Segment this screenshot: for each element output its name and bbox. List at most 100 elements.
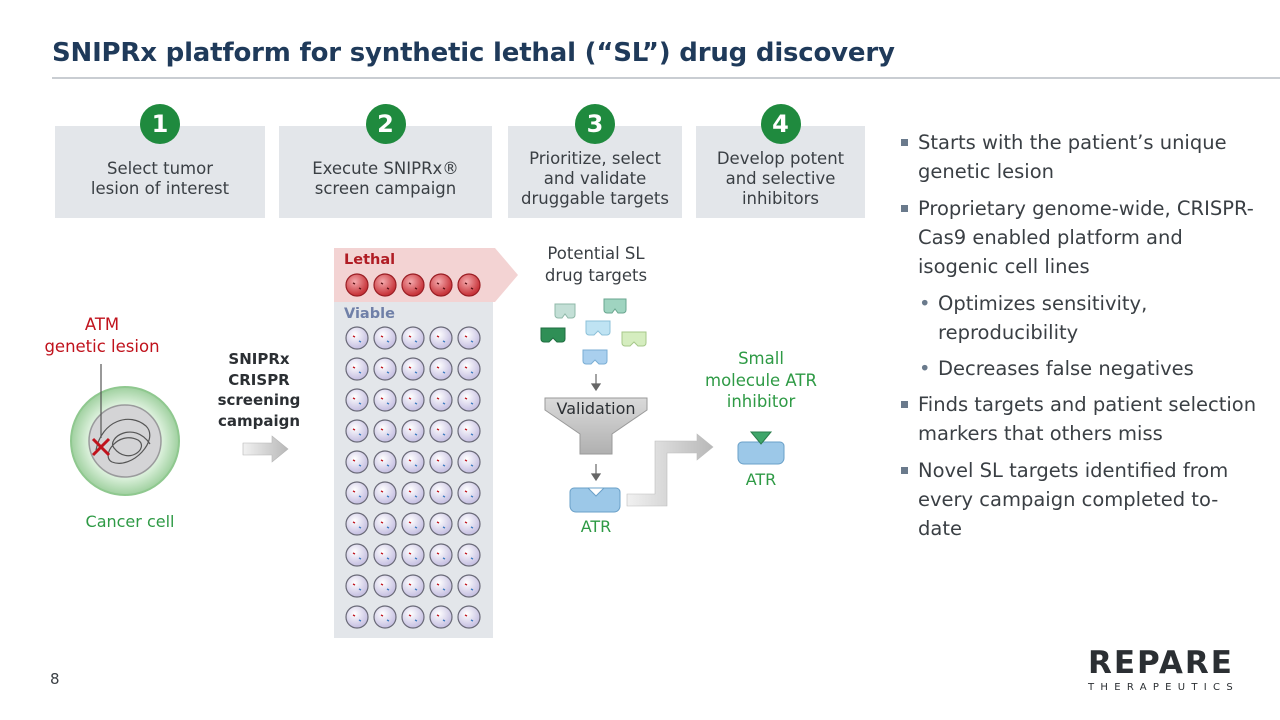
step-4-box: 4 Develop potent and selective inhibitor… — [696, 104, 865, 218]
viable-well — [429, 605, 453, 629]
logo-wordmark: REPARE — [1088, 645, 1234, 681]
logo-tagline: THERAPEUTICS — [1088, 682, 1239, 693]
lethal-well — [401, 273, 425, 297]
title-divider — [52, 77, 1280, 79]
down-arrow-icon — [590, 374, 602, 392]
step-3-number: 3 — [575, 104, 615, 144]
viable-well — [401, 512, 425, 536]
viable-well — [429, 481, 453, 505]
step-4-text: Develop potent and selective inhibitors — [716, 149, 845, 208]
viable-well — [457, 543, 481, 567]
sub-bullet-item: Decreases false negatives — [900, 354, 1260, 383]
viable-well — [345, 450, 369, 474]
bullet-list: Starts with the patient’s unique genetic… — [900, 128, 1260, 551]
step-2-number: 2 — [365, 104, 406, 144]
viable-well — [373, 512, 397, 536]
bullet-item: Starts with the patient’s unique genetic… — [900, 128, 1260, 186]
step-1-number: 1 — [140, 104, 180, 144]
step-4-number: 4 — [760, 104, 801, 144]
viable-well — [345, 605, 369, 629]
step-3-box: 3 Prioritize, select and validate drugga… — [508, 104, 682, 218]
validation-funnel-icon — [544, 397, 648, 455]
viable-well — [429, 543, 453, 567]
viable-well — [373, 326, 397, 350]
slide-title: SNIPRx platform for synthetic lethal (“S… — [52, 38, 895, 68]
step-2-text: Execute SNIPRx® screen campaign — [312, 159, 459, 198]
viable-well — [401, 543, 425, 567]
atr-target-icon — [569, 487, 621, 513]
screen-label: SNIPRx CRISPR screening campaign — [217, 350, 301, 430]
viable-well — [373, 388, 397, 412]
viable-label: Viable — [344, 306, 395, 322]
atr-inhibitor-icon — [737, 431, 785, 465]
viable-well — [429, 357, 453, 381]
viable-well — [429, 388, 453, 412]
viable-well — [457, 512, 481, 536]
viable-well — [401, 605, 425, 629]
viable-well — [401, 574, 425, 598]
viable-well — [373, 605, 397, 629]
lethal-well — [429, 273, 453, 297]
step-3-text: Prioritize, select and validate druggabl… — [521, 149, 669, 208]
lesion-x-icon — [91, 437, 111, 457]
viable-well — [373, 543, 397, 567]
sl-diagram: ATM genetic lesion Cancer cell SNIPRx CR… — [44, 244, 817, 638]
lethal-well — [373, 273, 397, 297]
screen-arrow-icon — [242, 435, 289, 463]
cancer-cell-icon — [70, 364, 180, 496]
step-2-box: 2 Execute SNIPRx® screen campaign — [279, 104, 492, 218]
viable-well — [429, 450, 453, 474]
viable-well — [401, 481, 425, 505]
viable-well — [429, 574, 453, 598]
sub-bullet-item: Optimizes sensitivity, reproducibility — [900, 289, 1260, 347]
viable-well — [401, 450, 425, 474]
lethal-label: Lethal — [344, 252, 396, 268]
step-1-box: 1 Select tumor lesion of interest — [55, 104, 265, 218]
company-logo: REPARE THERAPEUTICS — [1088, 647, 1233, 695]
viable-well — [345, 574, 369, 598]
inhibitor-arrow-icon — [626, 433, 714, 507]
viable-well — [457, 450, 481, 474]
viable-well — [401, 388, 425, 412]
atr-inhibitor-label: ATR — [745, 470, 777, 489]
viable-well — [401, 419, 425, 443]
down-arrow-icon-2 — [590, 464, 602, 482]
cancer-cell-label: Cancer cell — [85, 512, 175, 531]
viable-well — [373, 450, 397, 474]
viable-well — [401, 326, 425, 350]
viable-well — [345, 326, 369, 350]
viable-well — [373, 481, 397, 505]
viable-well — [457, 574, 481, 598]
potential-targets-label: Potential SL drug targets — [544, 244, 648, 285]
viable-well — [345, 419, 369, 443]
lethal-well — [457, 273, 481, 297]
viable-well — [429, 512, 453, 536]
lethal-well — [345, 273, 369, 297]
viable-well — [345, 512, 369, 536]
bullet-item: Novel SL targets identified from every c… — [900, 456, 1260, 543]
target-icons — [540, 298, 647, 365]
viable-well — [345, 357, 369, 381]
validation-label: Validation — [556, 399, 636, 418]
small-molecule-label: Small molecule ATR inhibitor — [705, 349, 817, 411]
viable-well — [345, 388, 369, 412]
well-grid — [345, 273, 481, 629]
atm-label: ATM genetic lesion — [44, 315, 160, 356]
viable-well — [457, 388, 481, 412]
bullet-item: Finds targets and patient selection mark… — [900, 390, 1260, 448]
bullet-item: Proprietary genome-wide, CRISPR-Cas9 ena… — [900, 194, 1260, 281]
viable-well — [457, 419, 481, 443]
viable-well — [457, 357, 481, 381]
viable-well — [457, 326, 481, 350]
viable-well — [345, 481, 369, 505]
viable-well — [429, 419, 453, 443]
viable-well — [373, 357, 397, 381]
viable-well — [373, 574, 397, 598]
atr-label: ATR — [580, 517, 612, 536]
page-number: 8 — [50, 670, 60, 688]
viable-well — [429, 326, 453, 350]
viable-well — [401, 357, 425, 381]
step-1-text: Select tumor lesion of interest — [90, 159, 230, 198]
viable-well — [345, 543, 369, 567]
viable-well — [457, 605, 481, 629]
